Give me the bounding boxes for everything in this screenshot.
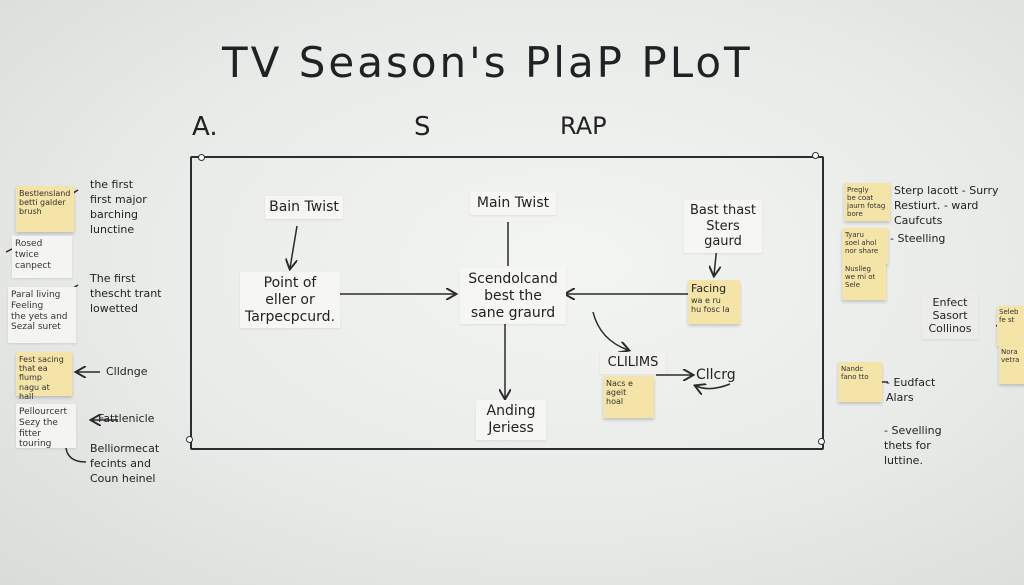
label-right-6: - Sevelling thets for luttine.	[884, 424, 942, 467]
sticky-right-5: Nandc fano tto	[838, 362, 882, 402]
card-point-of-no-return: Point of eller or Tarpecpcurd.	[240, 272, 340, 329]
pin-icon	[186, 436, 193, 443]
header-letter-a: A.	[192, 112, 218, 142]
label-right-2: - Steelling	[890, 232, 946, 245]
header-letter-s: S	[414, 112, 431, 142]
label-left-5: Fattlenicle	[98, 412, 155, 425]
plot-board	[190, 156, 824, 450]
card-main-twist: Main Twist	[470, 192, 556, 215]
header-letter-rap: RAP	[560, 112, 607, 140]
note-left-5: Pellourcert Sezy the fitter touring	[16, 404, 76, 449]
sticky-right-1: Pregly be coat jaurn fotag bore	[844, 183, 890, 221]
card-climax: CLILIMS	[600, 352, 666, 374]
sticky-right-2: Tyaru soel ahol nor share	[842, 228, 888, 264]
sticky-right-3: Nuslleg we mi ot Sele	[842, 262, 886, 300]
sticky-left-1: Bestlensland betti galder brush	[16, 186, 74, 232]
sticky-facing-text: wa e ru hu fosc la	[691, 295, 730, 314]
note-left-2: Rosed twice canpect	[12, 236, 72, 278]
card-center-midpoint: Scendolcand best the sane graurd	[460, 268, 566, 325]
label-cllorg: Cllcrg	[696, 367, 736, 383]
label-right-5: - Eudfact Alars	[886, 376, 936, 404]
sticky-facing-title: Facing	[691, 282, 727, 295]
page-title: TV Season's PlaP PLoT	[222, 38, 753, 87]
sticky-facing: Facing wa e ru hu fosc la	[688, 280, 740, 324]
card-ending: Anding Jeriess	[476, 400, 546, 440]
card-bain-twist: Bain Twist	[265, 196, 343, 219]
label-left-1: the first first major barching lunctine	[90, 178, 147, 236]
card-right-4: Enfect Sasort Collinos	[922, 293, 978, 339]
sticky-right-6b: Nora vetra	[999, 346, 1024, 384]
label-left-3: The first thescht trant lowetted	[90, 272, 162, 315]
label-left-4: Clldnge	[106, 365, 148, 378]
label-left-6: Belliormecat fecints and Coun heinel	[90, 442, 160, 485]
pin-icon	[818, 438, 825, 445]
card-last-twist: Bast thast Sters gaurd	[684, 200, 762, 253]
pin-icon	[812, 152, 819, 159]
note-left-3: Paral living Feeling the yets and Sezal …	[8, 287, 76, 343]
sticky-right-6a: Seleb fe st	[997, 306, 1024, 346]
sticky-left-4: Fest sacing that ea flump nagu at hall	[16, 352, 72, 401]
label-right-1: Sterp lacott - Surry Restiurt. - ward Ca…	[894, 184, 999, 227]
sticky-climax-note: Nacs e ageit hoal	[603, 376, 654, 418]
pin-icon	[198, 154, 205, 161]
